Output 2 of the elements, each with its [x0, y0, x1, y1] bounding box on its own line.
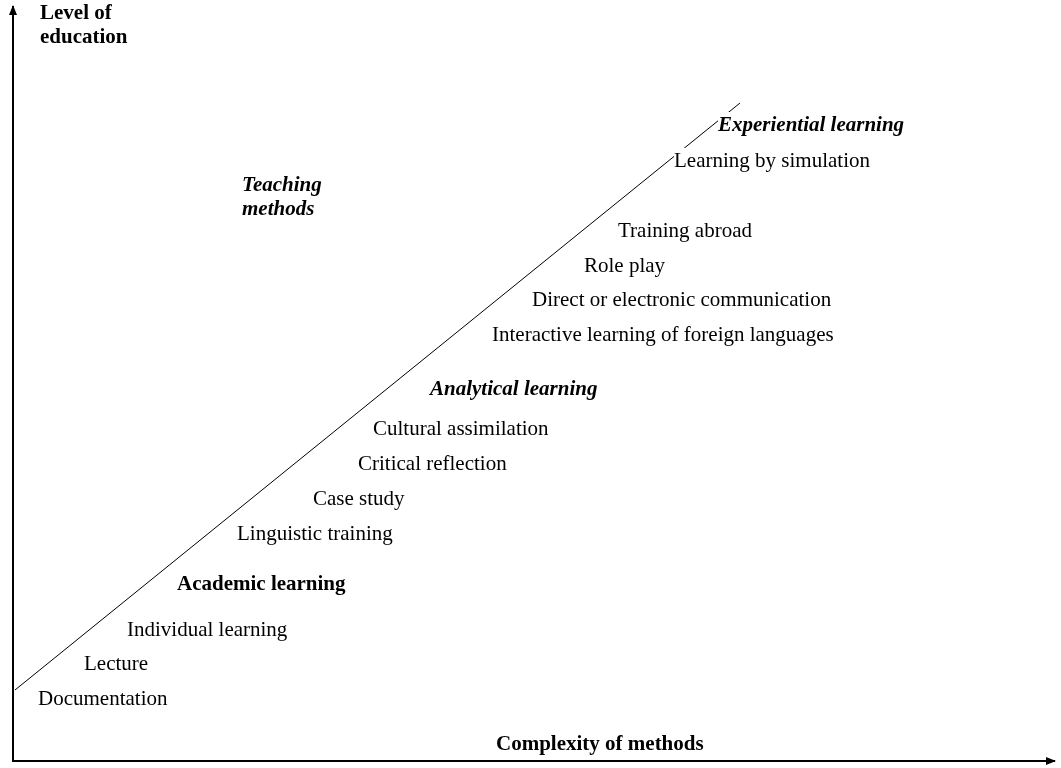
method-label: Learning by simulation: [674, 148, 870, 172]
category-heading: Experiential learning: [718, 112, 905, 136]
